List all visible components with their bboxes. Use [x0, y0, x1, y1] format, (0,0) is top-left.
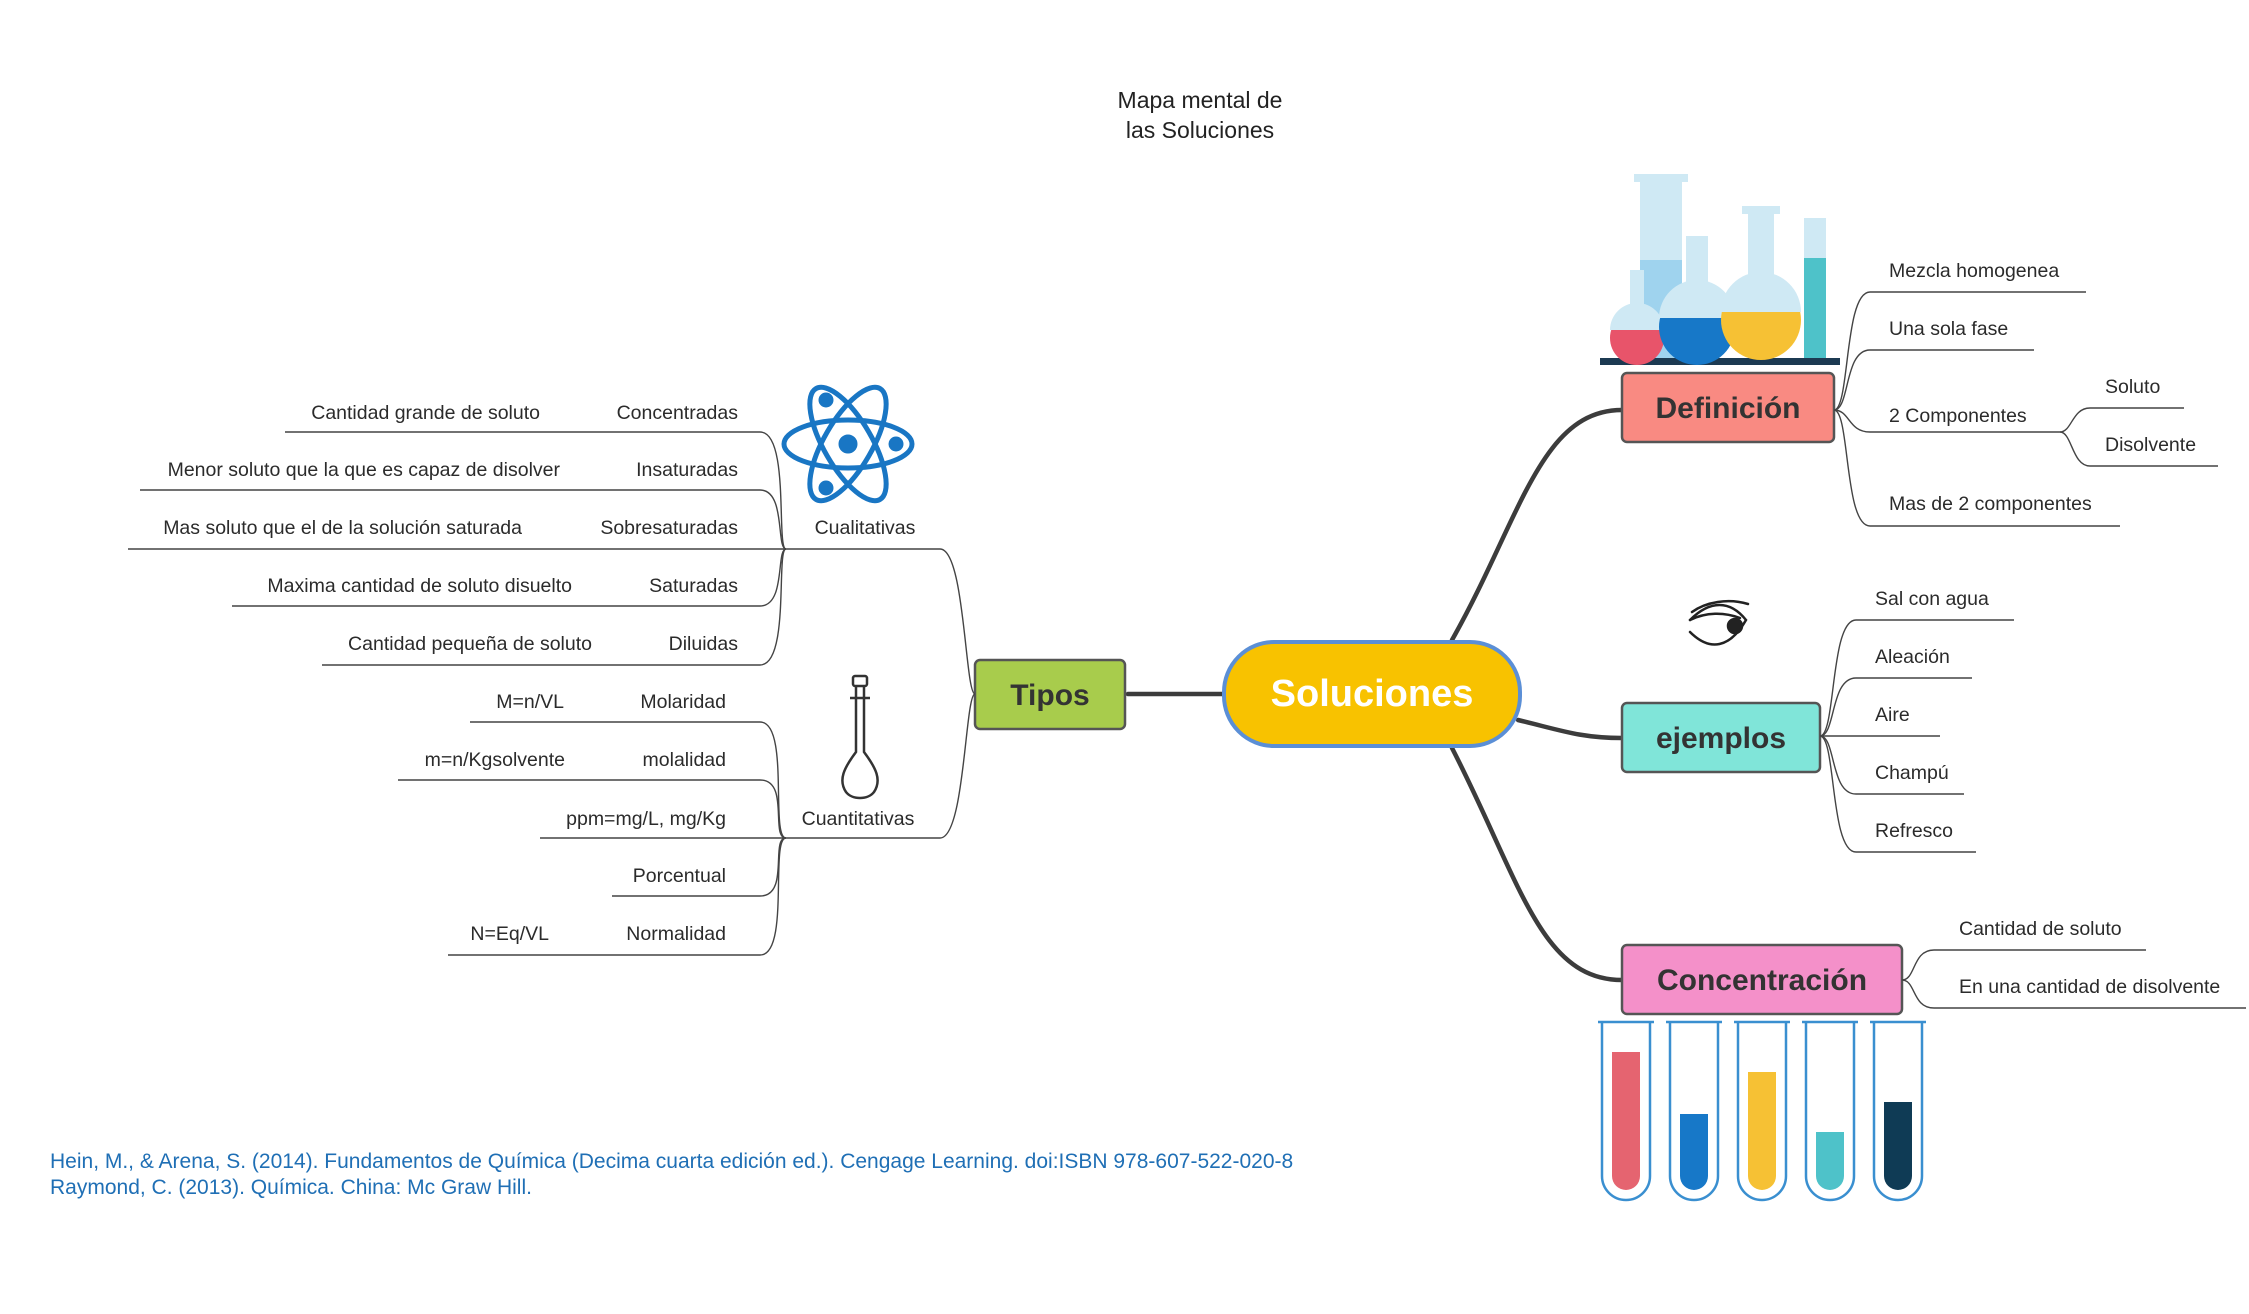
insaturadas-desc: Menor soluto que la que es capaz de diso… — [168, 459, 561, 481]
volumetric-flask-icon — [841, 674, 879, 800]
definicion-connectors — [1833, 291, 2218, 527]
concentracion-label: Concentración — [1657, 964, 1867, 997]
definicion-item-4: Mas de 2 componentes — [1889, 493, 2092, 515]
connector-cualitativas — [786, 548, 976, 695]
definicion-subitem-disolvente: Disolvente — [2105, 434, 2196, 456]
connector-definicion — [1449, 407, 1625, 643]
diluidas-label: Diluidas — [669, 633, 739, 655]
definicion-subitem-soluto: Soluto — [2105, 376, 2160, 398]
molalidad-desc: m=n/Kgsolvente — [425, 749, 565, 771]
title-line-1: Mapa mental de — [1118, 87, 1283, 113]
references: Hein, M., & Arena, S. (2014). Fundamento… — [50, 1150, 1293, 1199]
ejemplo-1: Sal con agua — [1875, 588, 1989, 610]
ppm-label: ppm=mg/L, mg/Kg — [566, 808, 726, 830]
connector-cuantitativas — [786, 693, 976, 839]
center-node[interactable]: Soluciones — [1222, 640, 1522, 748]
cuantitativas-connectors — [398, 721, 787, 956]
ejemplo-3: Aire — [1875, 704, 1910, 726]
connector-ejemplos — [1515, 717, 1625, 741]
title-line-2: las Soluciones — [1126, 117, 1274, 143]
sobresaturadas-desc: Mas soluto que el de la solución saturad… — [163, 517, 522, 539]
branch-ejemplos: ejemplos Sal con agua Aleación Aire Cham… — [1620, 588, 2014, 853]
ejemplo-4: Champú — [1875, 762, 1949, 784]
cualitativas-label: Cualitativas — [815, 517, 916, 539]
reference-2: Raymond, C. (2013). Química. China: Mc G… — [50, 1176, 532, 1199]
sobresaturadas-label: Sobresaturadas — [600, 517, 738, 539]
molaridad-label: Molaridad — [640, 691, 726, 713]
saturadas-desc: Maxima cantidad de soluto disuelto — [267, 575, 572, 597]
definicion-node[interactable] — [1620, 371, 1836, 444]
eye-icon — [1688, 600, 1750, 646]
connector-concentracion — [1449, 745, 1625, 983]
test-tubes-icon — [1598, 1020, 1926, 1202]
insaturadas-label: Insaturadas — [636, 459, 738, 481]
cuantitativas-label: Cuantitativas — [802, 808, 915, 830]
center-label: Soluciones — [1271, 673, 1474, 715]
ejemplo-2: Aleación — [1875, 646, 1950, 668]
ejemplos-label: ejemplos — [1656, 722, 1786, 755]
ejemplos-node[interactable] — [1620, 701, 1822, 774]
saturadas-label: Saturadas — [649, 575, 738, 597]
ejemplos-connectors — [1819, 619, 2014, 853]
branch-definicion: Definición Mezcla homogenea Una sola fas… — [1620, 260, 2218, 527]
normalidad-desc: N=Eq/VL — [470, 923, 549, 945]
porcentual-label: Porcentual — [633, 865, 726, 887]
branch-tipos: Tipos Cualitativas Cuantitativas Concent… — [128, 402, 1127, 956]
concentracion-item-1: Cantidad de soluto — [1959, 918, 2122, 940]
molaridad-desc: M=n/VL — [496, 691, 564, 713]
concentracion-connectors — [1901, 949, 2246, 1009]
concentracion-item-2: En una cantidad de disolvente — [1959, 976, 2220, 998]
normalidad-label: Normalidad — [626, 923, 726, 945]
concentradas-label: Concentradas — [617, 402, 739, 424]
cualitativas-connectors — [128, 431, 787, 666]
definicion-label: Definición — [1655, 392, 1800, 425]
lab-glassware-icon — [1600, 174, 1840, 365]
reference-1: Hein, M., & Arena, S. (2014). Fundamento… — [50, 1150, 1293, 1173]
branch-concentracion: Concentración Cantidad de soluto En una … — [1620, 918, 2246, 1016]
tipos-label: Tipos — [1010, 679, 1089, 712]
map-title: Mapa mental de las Soluciones — [1118, 87, 1283, 143]
ejemplo-5: Refresco — [1875, 820, 1953, 842]
definicion-item-1: Mezcla homogenea — [1889, 260, 2059, 282]
main-connectors — [1125, 407, 1625, 983]
definicion-item-2: Una sola fase — [1889, 318, 2008, 340]
concentradas-desc: Cantidad grande de soluto — [311, 402, 540, 424]
diluidas-desc: Cantidad pequeña de soluto — [348, 633, 592, 655]
center-node-shape — [1222, 640, 1522, 748]
molalidad-label: molalidad — [643, 749, 726, 771]
atom-icon — [781, 384, 915, 504]
definicion-item-3: 2 Componentes — [1889, 405, 2027, 427]
